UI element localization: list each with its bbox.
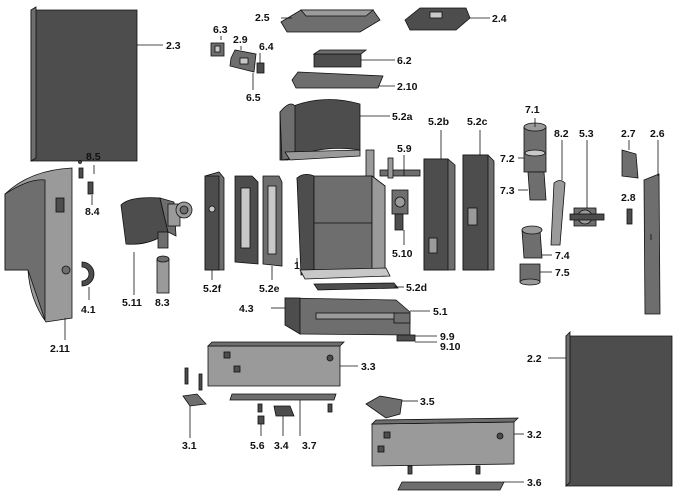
label-7-1: 7.1 xyxy=(525,104,540,116)
part-5-2e-frame xyxy=(262,175,283,267)
part-5-1-burner-tray xyxy=(284,297,416,342)
label-5-2a: 5.2a xyxy=(392,111,413,123)
label-3-2: 3.2 xyxy=(527,429,542,441)
label-5-2b: 5.2b xyxy=(428,116,449,128)
part-2-5-top-cover xyxy=(280,9,381,33)
label-3-5: 3.5 xyxy=(420,396,435,408)
label-2-9: 2.9 xyxy=(233,34,248,46)
part-5-2b-panel xyxy=(423,158,456,271)
part-8-2-pipe xyxy=(550,180,566,246)
label-2-3: 2.3 xyxy=(166,40,181,52)
label-3-3: 3.3 xyxy=(361,361,376,373)
part-7-1-flue-pipe xyxy=(523,122,547,173)
label-8-3: 8.3 xyxy=(155,297,170,309)
label-2-7: 2.7 xyxy=(621,128,636,140)
label-4-3: 4.3 xyxy=(239,303,254,315)
part-7-4-connector xyxy=(521,225,543,259)
label-8-4: 8.4 xyxy=(85,206,100,218)
part-3-4-block xyxy=(273,405,295,417)
label-1: 1 xyxy=(294,260,300,272)
label-7-2: 7.2 xyxy=(500,153,515,165)
label-3-6: 3.6 xyxy=(527,477,542,489)
label-2-11: 2.11 xyxy=(50,343,70,355)
label-2-4: 2.4 xyxy=(492,13,507,25)
label-5-6: 5.6 xyxy=(250,440,265,452)
part-5-11-burner-fan xyxy=(120,197,193,249)
label-5-2f: 5.2f xyxy=(203,283,222,295)
label-6-3: 6.3 xyxy=(213,24,228,36)
label-9-10: 9.10 xyxy=(440,341,461,353)
label-6-4: 6.4 xyxy=(259,41,274,53)
label-5-2e: 5.2e xyxy=(259,283,280,295)
label-7-3: 7.3 xyxy=(500,185,515,197)
part-2-10-plate xyxy=(291,71,384,89)
part-5-2f-plate xyxy=(204,171,225,271)
label-4-1: 4.1 xyxy=(81,304,96,316)
part-2-8-clip xyxy=(626,208,633,225)
label-8-2: 8.2 xyxy=(554,128,569,140)
part-8-5-screw xyxy=(78,160,84,179)
part-4-1-ring xyxy=(81,261,95,287)
part-3-2-plate xyxy=(371,417,519,467)
part-7-3-flue-elbow xyxy=(527,171,547,201)
label-3-7: 3.7 xyxy=(302,440,317,452)
part-2-2-side-panel xyxy=(565,331,673,487)
label-7-5: 7.5 xyxy=(555,267,570,279)
label-5-2d: 5.2d xyxy=(406,282,427,294)
label-2-5: 2.5 xyxy=(255,12,270,24)
label-3-4: 3.4 xyxy=(274,440,289,452)
part-2-7-bracket xyxy=(621,149,639,179)
part-5-2d-plate xyxy=(313,282,399,291)
part-3-1-bracket xyxy=(182,367,207,407)
label-6-2: 6.2 xyxy=(397,55,412,67)
part-5-2a-arch-insulation xyxy=(279,99,361,161)
part-2-11-front-housing xyxy=(4,167,73,323)
part-3-6-rail xyxy=(397,465,505,491)
part-2-6-rail xyxy=(643,173,661,315)
part-3-5-bracket xyxy=(365,395,403,419)
part-2-3-side-panel xyxy=(30,6,138,162)
part-1-boiler-body xyxy=(296,174,391,280)
part-5-2c-panel xyxy=(462,154,495,271)
part-7-5-connector xyxy=(519,263,541,286)
part-2-9-bracket xyxy=(229,49,257,73)
label-9-9: 9.9 xyxy=(440,331,455,343)
label-7-4: 7.4 xyxy=(555,250,570,262)
label-5-1: 5.1 xyxy=(433,306,448,318)
label-5-11: 5.11 xyxy=(122,297,142,309)
label-6-5: 6.5 xyxy=(246,92,261,104)
part-5-3-pump xyxy=(569,207,605,227)
label-3-1: 3.1 xyxy=(182,440,197,452)
label-5-9: 5.9 xyxy=(397,143,412,155)
part-3-7-rail xyxy=(229,393,337,413)
part-5-6-foot xyxy=(257,415,265,425)
part-8-3-nozzle xyxy=(156,255,170,294)
part-2-4-top-cover xyxy=(404,7,471,31)
label-5-2c: 5.2c xyxy=(467,116,488,128)
part-8-4-sensor xyxy=(87,181,94,195)
part-6-2-block xyxy=(312,49,368,68)
label-5-10: 5.10 xyxy=(392,248,413,260)
label-2-10: 2.10 xyxy=(397,81,418,93)
label-8-5: 8.5 xyxy=(86,151,101,163)
part-6-4-clip xyxy=(256,62,265,74)
part-6-3-bracket xyxy=(210,42,225,57)
part-5-10-valve xyxy=(391,189,409,231)
label-5-3: 5.3 xyxy=(579,128,594,140)
label-2-6: 2.6 xyxy=(650,128,665,140)
part-5-2g-frame xyxy=(234,175,259,265)
part-3-3-plate xyxy=(207,341,345,387)
label-2-2: 2.2 xyxy=(527,353,542,365)
label-2-8: 2.8 xyxy=(621,192,636,204)
